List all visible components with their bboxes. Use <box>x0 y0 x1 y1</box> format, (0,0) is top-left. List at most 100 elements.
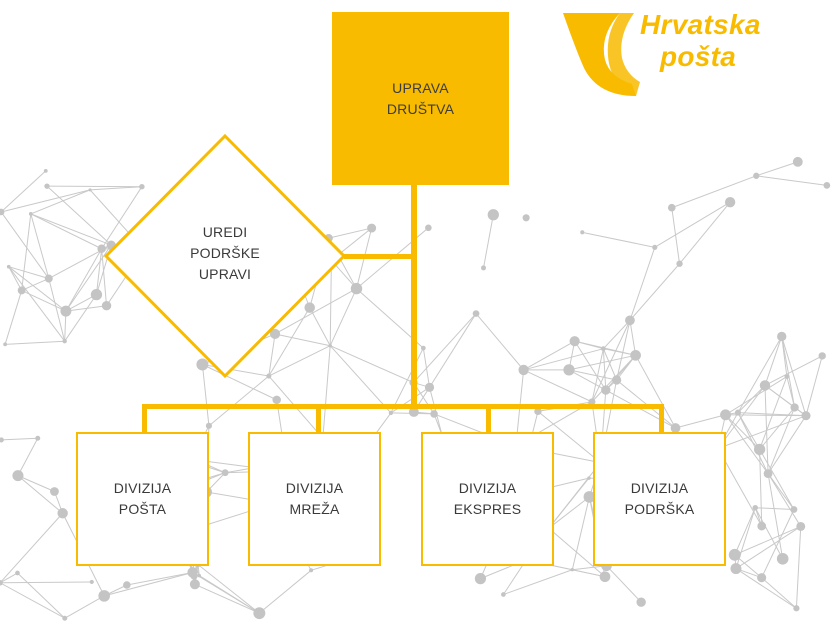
network-line <box>17 438 39 476</box>
network-line <box>5 340 65 345</box>
network-line <box>30 213 50 279</box>
network-line <box>0 581 92 584</box>
network-line <box>429 313 477 388</box>
board-line2: DRUŠTVA <box>386 100 455 117</box>
network-line <box>679 201 731 265</box>
network-node <box>15 570 20 576</box>
network-line <box>8 266 49 280</box>
network-line <box>21 289 67 312</box>
network-line <box>194 583 260 614</box>
network-line <box>17 475 55 492</box>
network-line <box>4 290 23 345</box>
network-node <box>522 214 530 222</box>
division-label-line2: MREŽA <box>289 501 340 517</box>
network-line <box>48 278 66 342</box>
network-line <box>46 185 112 246</box>
network-node <box>487 209 499 221</box>
network-line <box>548 462 601 529</box>
network-line <box>548 496 590 529</box>
network-line <box>764 336 783 386</box>
network-node <box>90 288 103 301</box>
network-node <box>793 605 800 612</box>
network-line <box>675 414 726 429</box>
network-line <box>197 564 260 614</box>
network-line <box>322 345 331 439</box>
network-line <box>0 189 91 213</box>
network-node <box>205 422 213 429</box>
network-line <box>537 410 601 463</box>
network-line <box>8 266 23 291</box>
network-node <box>187 567 198 578</box>
network-node <box>752 504 758 511</box>
network-line <box>268 307 311 377</box>
network-node <box>408 406 419 417</box>
network-line <box>635 355 676 429</box>
network-line <box>330 345 414 384</box>
network-node <box>57 508 68 519</box>
division-label-line1: DIVIZIJA <box>630 480 689 496</box>
division-label-line1: DIVIZIJA <box>113 480 172 496</box>
network-line <box>764 355 823 386</box>
connector-division-ekspres <box>486 404 491 432</box>
network-node <box>97 244 106 253</box>
network-node <box>3 342 8 347</box>
network-line <box>591 320 631 403</box>
network-node <box>625 315 635 326</box>
network-line <box>329 345 392 414</box>
network-line <box>503 569 573 595</box>
network-line <box>605 354 636 391</box>
network-node <box>676 260 683 267</box>
network-node <box>792 156 803 167</box>
network-node <box>720 409 731 421</box>
network-line <box>328 227 372 239</box>
network-node <box>784 374 790 379</box>
network-node <box>630 349 641 361</box>
network-node <box>474 573 487 585</box>
network-line <box>602 348 607 391</box>
network-line <box>767 407 796 474</box>
network-node <box>790 506 798 513</box>
network-line <box>0 512 64 584</box>
network-node <box>612 375 622 385</box>
network-node <box>759 380 771 391</box>
network-line <box>95 248 103 295</box>
network-node <box>481 265 487 271</box>
network-line <box>756 175 827 186</box>
network-node <box>801 411 811 421</box>
network-node <box>272 395 281 405</box>
network-line <box>413 313 477 383</box>
network-line <box>591 348 604 402</box>
network-node <box>12 470 24 482</box>
connector-vertical-main <box>411 185 417 407</box>
network-line <box>759 376 788 450</box>
network-node <box>472 310 480 317</box>
network-node <box>196 358 209 371</box>
network-line <box>548 527 606 578</box>
network-line <box>126 571 193 586</box>
network-line <box>725 414 769 474</box>
network-line <box>654 201 731 248</box>
network-node <box>35 435 41 441</box>
network-line <box>309 307 331 346</box>
network-line <box>17 475 63 514</box>
network-line <box>104 571 193 597</box>
network-node <box>266 373 272 379</box>
network-node <box>304 302 315 313</box>
network-node <box>563 364 575 376</box>
network-node <box>139 183 145 190</box>
network-node <box>667 203 676 212</box>
network-line <box>767 473 795 510</box>
network-node <box>0 208 5 216</box>
network-node <box>518 364 529 376</box>
network-line <box>64 595 105 619</box>
board-box: UPRAVA DRUŠTVA <box>332 12 509 185</box>
network-line <box>523 348 604 371</box>
network-node <box>0 579 3 586</box>
network-line <box>259 569 312 614</box>
network-line <box>523 340 575 371</box>
network-line <box>17 572 66 619</box>
network-node <box>601 385 611 395</box>
connector-support-offices <box>344 254 414 259</box>
network-line <box>483 214 494 269</box>
logo-text-line2: pošta <box>660 41 737 72</box>
